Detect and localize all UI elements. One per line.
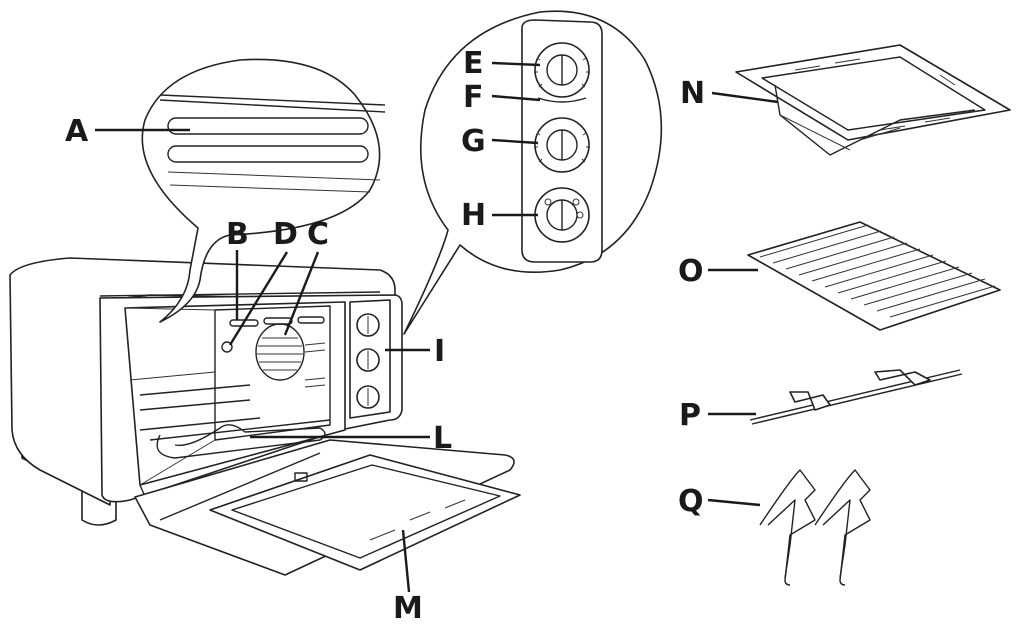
label-o: O	[678, 254, 704, 289]
label-b: B	[226, 217, 249, 252]
bottom-heating-element	[156, 424, 326, 459]
tray-handles-q	[759, 469, 871, 586]
zoom-heating-slot-1	[167, 117, 369, 135]
rotisserie-socket	[221, 341, 233, 353]
label-n: N	[680, 76, 705, 111]
rack-rails	[139, 384, 261, 431]
leader-q	[707, 498, 761, 507]
label-l: L	[433, 421, 452, 456]
leader-lines	[95, 61, 779, 593]
baking-tray-outline	[209, 454, 521, 571]
label-q: Q	[678, 484, 704, 519]
spit-fork-right	[874, 369, 931, 386]
part-labels: A B D C E F G H I L M N O P Q	[65, 46, 705, 624]
label-d: D	[273, 217, 298, 252]
label-p: P	[679, 398, 701, 433]
leader-f	[491, 94, 541, 102]
leader-m	[401, 529, 411, 593]
label-e: E	[463, 46, 484, 81]
leader-n	[711, 91, 779, 104]
baking-tray-m	[209, 454, 521, 571]
zoom-callout-a	[141, 58, 386, 323]
oven-back-wall	[214, 305, 331, 441]
label-m: M	[393, 591, 423, 624]
label-g: G	[461, 124, 486, 159]
oven-top-edge	[99, 291, 381, 297]
zoom-callout-controls	[403, 10, 663, 335]
label-f: F	[463, 80, 484, 115]
handle-q-right	[814, 469, 871, 586]
zoom-bubble-a	[141, 58, 381, 323]
vent-grille	[255, 323, 305, 381]
label-h: H	[461, 198, 486, 233]
label-i: I	[434, 334, 445, 369]
leader-c	[283, 251, 320, 336]
leader-g	[491, 138, 539, 145]
baking-tray-n	[735, 44, 1011, 156]
spit-fork-left	[789, 391, 831, 411]
zoom-heating-slot-2	[167, 145, 369, 163]
label-a: A	[65, 114, 89, 149]
leader-d	[228, 251, 289, 346]
indicator-light-f	[537, 97, 587, 103]
leader-e	[491, 61, 541, 67]
baking-tray-inner	[231, 464, 501, 559]
handle-q-left	[759, 469, 816, 586]
label-c: C	[307, 217, 329, 252]
wire-rack-o	[747, 221, 1001, 331]
spit-rod	[749, 369, 961, 421]
rotisserie-spit-p	[749, 369, 963, 425]
heating-slot-3	[297, 316, 325, 324]
oven-cavity	[124, 301, 346, 486]
wire-rack-bars	[759, 224, 996, 318]
